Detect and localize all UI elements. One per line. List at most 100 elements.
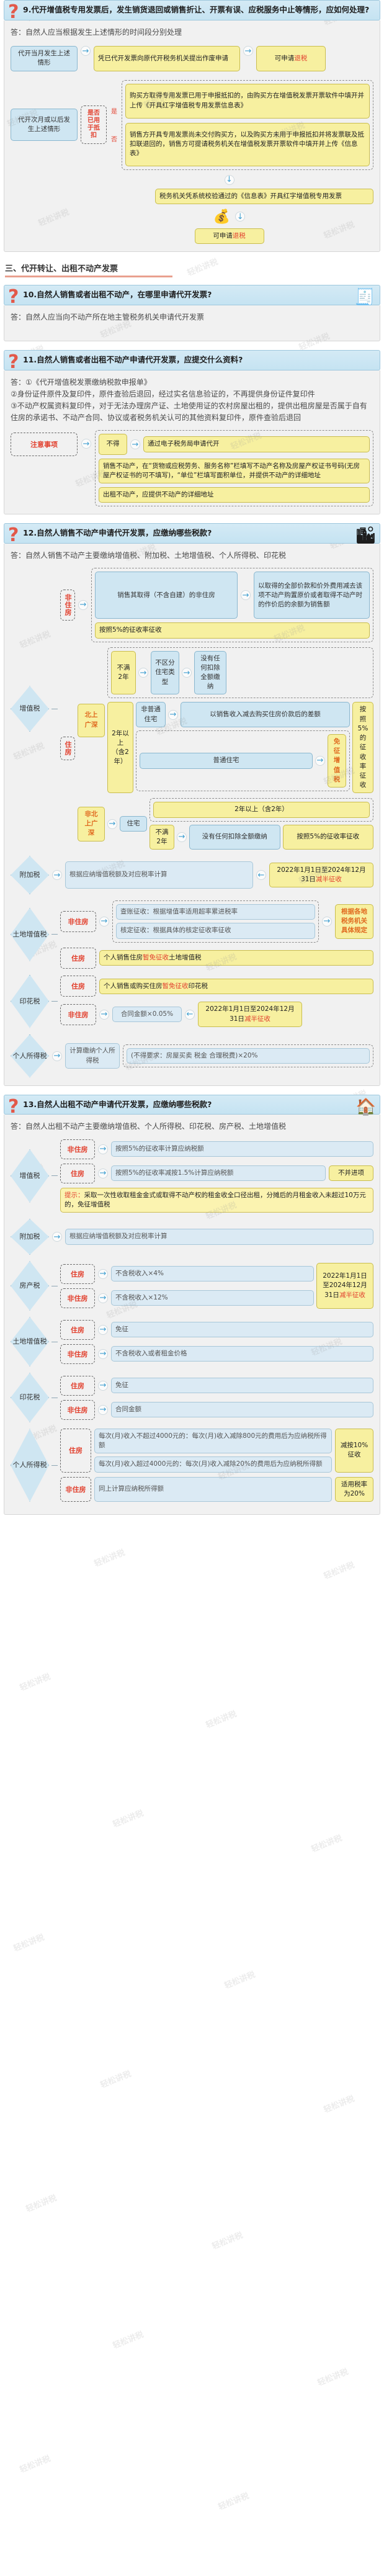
arrow-right-icon — [52, 1232, 62, 1242]
node-current-month-condition: 代开当月发生上述情形 — [11, 46, 78, 71]
watermark: 轻松讲税 — [204, 1709, 238, 1731]
node-stamp-house-exempt: 个人销售或购买住房暂免征收印花税 — [99, 978, 373, 994]
node-q13-iit-rate-1: 减按10%征收 — [335, 1429, 373, 1473]
node-q13-vat-no-surtax: 不并进项 — [329, 1165, 373, 1182]
node-q13-housetax-label: 房产税 — [11, 1261, 49, 1311]
tag-q13-housetax-nonres: 非住房 — [60, 1288, 95, 1308]
tag-q13-vat-nonres: 非住房 — [60, 1139, 95, 1159]
node-q13-iit-text-3: 同上计算应纳税所得额 — [94, 1476, 332, 1502]
stamp-nonres-row: 非住房 合同金额×0.05% 2022年1月1日至2024年12月31日减半征收 — [60, 1002, 373, 1027]
vat-nonres-group: 销售其取得（不含自建）的非住房 以取得的全部价款和价外费用减去该项不动产购置原价… — [91, 568, 373, 642]
lvat-nonres-group: 查账征收：根据增值率适用超率累进税率 核定征收：根据具体的核定征收率征收 — [112, 900, 319, 943]
vat-nonresidential-row: 非住房 销售其取得（不含自建）的非住房 以取得的全部价款和价外费用减去该项不动产… — [60, 568, 373, 642]
q13-surtax-flow: 附加税 根据应纳增值税额及对应税率计算 — [11, 1219, 373, 1255]
watermark: 轻松讲税 — [111, 1808, 145, 1830]
tag-lvat-residential: 住房 — [60, 947, 96, 969]
answer-9-body: 答：自然人应当根据发生上述情形的时间段分别处理 代开当月发生上述情形 凭已代开发… — [4, 20, 380, 252]
node-lvat-audit: 查账征收：根据增值率适用超率累进税率 — [116, 904, 315, 920]
iit-flow: 个人所得税 计算缴纳个人所得税 (不得要求：房屋买卖 税金 合理税费)×20% — [11, 1034, 373, 1078]
q13-housetax-flow: 房产税 住房 不含税收入×4% 非住房 不含税收入×12% 2022年1 — [11, 1261, 373, 1311]
tag-stamp-residential: 住房 — [60, 976, 96, 997]
arrow-right-icon — [99, 916, 109, 927]
question-12-header: ? 12.自然人销售不动产申请代开发票，应缴纳哪些税款? 🏙 — [4, 523, 380, 545]
node-bsgs-ordinary: 普通住宅 — [140, 753, 313, 769]
tag-q13-stamp-nonres: 非住房 — [60, 1399, 95, 1420]
node-q13-lvat-house-text: 免征 — [111, 1321, 373, 1338]
arrow-right-icon — [168, 709, 178, 720]
qa-card-11: ? 11.自然人销售或者出租不动产申请代开发票，应提交什么资料? 答：①《代开增… — [4, 349, 380, 515]
answer-11-line-3: ③不动产权属资料复印件，对于无法办理房产证、土地使用证的农村房屋出租的，提供出租… — [11, 402, 367, 423]
answer-11-body: 答：①《代开增值税发票缴纳税款申报单》 ②身份证件原件及复印件，原件查验后退回，… — [4, 370, 380, 515]
answer-10-text: 答：自然人应当向不动产所在地主管税务机关申请代开发票 — [11, 312, 205, 321]
q13-vat-house-row: 住房 按照5%的征收率减按1.5%计算应纳税额 不并进项 — [60, 1163, 373, 1183]
q13-stamp-flow: 印花税 住房 免征 非住房 合同金额 — [11, 1373, 373, 1423]
arrow-left-icon — [185, 1009, 195, 1020]
vat-residential-row: 住房 北上广深 不满2年 不区分住宅类型 — [60, 647, 373, 850]
node-q13-iit-label: 个人所得税 — [11, 1429, 49, 1502]
node-surtax-period: 2022年1月1日至2024年12月31日减半征收 — [269, 862, 373, 888]
node-q13-stamp-label: 印花税 — [11, 1373, 49, 1423]
tag-lvat-nonresidential: 非住房 — [60, 910, 96, 932]
watermark: 轻松讲税 — [12, 1932, 46, 1954]
node-q13-housetax-house-calc: 不含税收入×4% — [111, 1265, 314, 1282]
node-nonbsgs-residential: 住宅 — [120, 816, 147, 832]
node-vat-label: 增值税 — [11, 686, 49, 732]
branch-label-no: 否 — [111, 137, 117, 143]
watermark: 轻松讲税 — [99, 2069, 133, 2091]
tag-residential: 住房 — [60, 736, 75, 760]
tag-q13-vat-house: 住房 — [60, 1163, 95, 1183]
node-seller-branch: 销售方开具专用发票尚未交付购买方，以及购买方未用于申报抵扣并将发票联及抵扣联退回… — [125, 122, 370, 166]
vat-nonbsgs-over2y-group: 2年以上（含2年） — [150, 798, 373, 822]
watermark: 轻松讲税 — [18, 2454, 52, 2475]
flow-row-next-month: 代开次月或以后发生上述情形 是否已用于抵扣 是 否 购买方取得专用发票已用于申报… — [11, 79, 373, 170]
answer-10-body: 答：自然人应当向不动产所在地主管税务机关申请代开发票 — [4, 305, 380, 341]
arrow-right-icon — [243, 46, 253, 56]
vat-bsgs-over2y-row: 2年以上（含2年） 非普通住宅 以销售收入减去购买住房价款后的差额 — [107, 702, 373, 794]
arrow-down-icon — [235, 212, 246, 222]
watermark: 轻松讲税 — [111, 2330, 145, 2351]
question-13-title: 13.自然人出租不动产申请代开发票，应缴纳哪些税款? — [23, 1099, 212, 1109]
vat-bsgs-under2y-group: 不满2年 不区分住宅类型 没有任何扣除全额缴纳 — [107, 647, 373, 699]
node-q13-lvat-label: 土地增值税 — [11, 1317, 49, 1367]
arrow-right-icon — [98, 1268, 108, 1279]
node-lvat-local-rules: 根据各地税务机关具体规定 — [335, 904, 373, 939]
q13-period-red: 减半征收 — [339, 1291, 365, 1299]
stamp-house-b: 印花税 — [188, 982, 208, 990]
node-q13-vat-nonres-calc: 按照5%的征收率计算应纳税额 — [111, 1141, 373, 1157]
q13-iit-flow: 个人所得税 住房 每次(月)收入不超过4000元的：每次(月)收入减除800元的… — [11, 1429, 373, 1502]
arrow-right-icon — [177, 832, 187, 842]
question-mark-icon: ? — [8, 1095, 19, 1118]
answer-11-line-1: 答：①《代开增值税发票缴纳税款申报单》 — [11, 377, 151, 387]
node-buyer-branch: 购买方取得专用发票已用于申报抵扣的，由购买方在增值税发票开票软件中填开并上传《开… — [125, 83, 370, 119]
node-iit-calc: 计算缴纳个人所得税 — [65, 1043, 120, 1069]
stamp-period-text: 2022年1月1日至2024年12月31日 — [205, 1005, 295, 1023]
notice-label: 注意事项 — [11, 433, 78, 457]
tag-q13-iit-nonres: 非住房 — [60, 1476, 91, 1502]
question-12-title: 12.自然人销售不动产申请代开发票，应缴纳哪些税款? — [23, 528, 212, 538]
tag-stamp-nonresidential: 非住房 — [60, 1003, 96, 1025]
arrow-right-icon — [99, 1009, 109, 1020]
answer-12-body: 答：自然人销售不动产主要缴纳增值税、附加税、土地增值税、个人所得税、印花税 增值… — [4, 544, 380, 1086]
arrow-right-icon — [138, 668, 148, 678]
arrow-left-icon — [256, 870, 266, 881]
question-10-title: 10.自然人销售或者出租不动产，在哪里申请代开发票? — [23, 289, 212, 299]
notice-items-group: 不得 通过电子税务局申请代开 销售不动产，在“货物或应税劳务、服务名称”栏填写不… — [95, 430, 373, 507]
node-vat-exempt: 免征增值税 — [328, 734, 346, 788]
watermark: 轻松讲税 — [223, 1970, 257, 1991]
buildings-icon: 🏙 — [355, 526, 376, 545]
node-q13-vat-label: 增值税 — [11, 1149, 49, 1203]
node-q13-iit-text-2: 每次(月)收入超过4000元的：每次(月)收入减除20%的费用后为应纳税所得额 — [94, 1456, 332, 1473]
node-q13-surtax-label: 附加税 — [11, 1219, 49, 1255]
watermark: 轻松讲税 — [92, 1548, 127, 1569]
arrow-right-icon — [98, 1349, 108, 1359]
stamp-flow: 印花税 住房 个人销售或购买住房暂免征收印花税 非住房 合同金额×0.05% — [11, 974, 373, 1028]
tag-q13-stamp-house: 住房 — [60, 1375, 95, 1396]
branch-label-yes: 是 — [111, 109, 117, 115]
arrow-right-icon — [322, 916, 332, 927]
money-bag-icon: 💰 — [213, 209, 231, 225]
node-surtax-label: 附加税 — [11, 856, 49, 895]
vat-nonbsgs-under2y-row: 不满2年 没有任何扣除全额缴纳 按照5%的征收率征收 — [150, 824, 373, 850]
question-13-header: ? 13.自然人出租不动产申请代开发票，应缴纳哪些税款? 🏠 — [4, 1094, 380, 1118]
node-lvat-house-exempt: 个人销售住房暂免征收土地增值税 — [99, 949, 373, 966]
